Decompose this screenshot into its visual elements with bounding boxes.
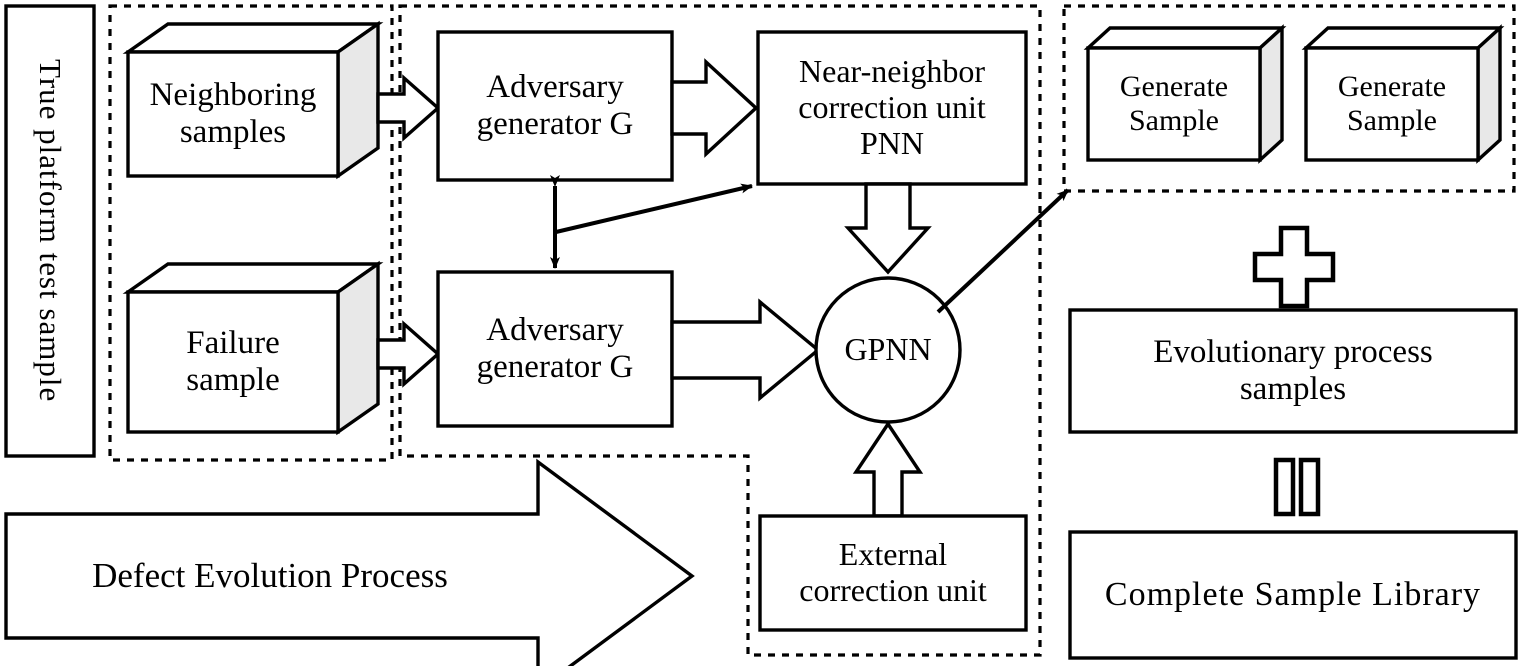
processing-group-dashed-region bbox=[398, 4, 1042, 657]
defect-evolution-process-arrow bbox=[4, 458, 695, 666]
double-bar-sign-icon-right bbox=[1298, 457, 1321, 517]
true-platform-test-sample-box bbox=[4, 4, 96, 458]
generated-samples-dashed-region bbox=[1062, 4, 1516, 193]
arrow-pnn-to-gpnn bbox=[844, 182, 932, 275]
arrow-generator-to-pnn bbox=[670, 58, 759, 158]
evolutionary-process-samples-box bbox=[1068, 308, 1518, 434]
input-sample-group-dashed-region bbox=[108, 4, 394, 462]
arrow-external-to-gpnn bbox=[852, 420, 924, 518]
failure-sample-cube bbox=[122, 260, 384, 436]
double-bar-sign-icon-left bbox=[1273, 457, 1296, 517]
true-platform-test-sample-label: True platform test sample bbox=[33, 59, 68, 403]
complete-sample-library-box bbox=[1068, 530, 1518, 660]
plus-sign-icon bbox=[1252, 225, 1336, 309]
gpnn-node-circle bbox=[814, 276, 962, 424]
neighboring-samples-cube bbox=[122, 20, 384, 180]
arrow-gpnn-to-generated-samples bbox=[936, 188, 1070, 314]
arrow-generator-to-gpnn bbox=[670, 298, 821, 402]
adversary-generator-bottom-box bbox=[436, 270, 674, 428]
adversary-generator-top-box bbox=[436, 30, 674, 182]
generate-sample-cube-2 bbox=[1301, 24, 1505, 164]
generate-sample-cube-1 bbox=[1083, 24, 1287, 164]
arrow-failure-to-generator bbox=[376, 320, 441, 388]
arrow-neighboring-to-generator bbox=[376, 74, 441, 142]
pnn-correction-unit-box bbox=[756, 30, 1028, 186]
arrow-feedback-to-pnn bbox=[555, 183, 753, 234]
external-correction-unit-box bbox=[758, 514, 1028, 632]
